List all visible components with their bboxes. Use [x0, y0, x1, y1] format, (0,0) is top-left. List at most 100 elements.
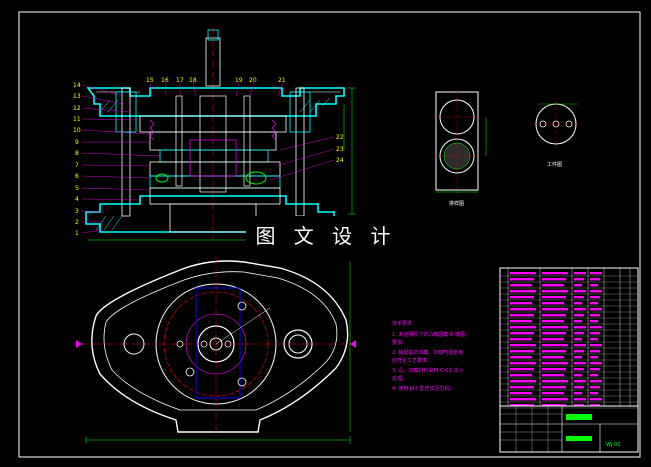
parts-row-text: [510, 308, 536, 311]
parts-row-text: [574, 332, 584, 335]
parts-row-text: [510, 296, 534, 299]
callout-10: 10: [73, 127, 81, 134]
parts-row-text: [574, 356, 582, 359]
parts-row-text: [574, 272, 586, 275]
parts-row-text: [510, 290, 536, 293]
part-caption: 工件图: [547, 161, 562, 168]
notes-line-2: 要求;: [392, 339, 404, 346]
parts-row-text: [542, 338, 564, 341]
callout-7: 7: [75, 162, 79, 169]
callout-20: 20: [249, 77, 257, 84]
technical-notes: 技术要求 1. 未注明尺寸的凸模圆角 R 按图 要求; 2. 装配前凸凹模、凹模…: [392, 320, 465, 392]
callout-9: 9: [75, 139, 79, 146]
watermark-stamp: 图 文 设 计: [246, 216, 406, 256]
parts-row-text: [510, 380, 536, 383]
parts-row-text: [590, 278, 600, 281]
parts-row-text: [590, 404, 600, 407]
parts-row-text: [510, 338, 532, 341]
parts-row-text: [542, 380, 568, 383]
notes-line-4: 应符合工艺要求;: [392, 357, 429, 364]
parts-row-text: [590, 344, 602, 347]
parts-row-text: [542, 362, 568, 365]
notes-line-5: 3. 凸、凹模材料采用 Cr12 淬火: [392, 367, 463, 374]
parts-row-text: [590, 272, 602, 275]
parts-row-text: [590, 308, 602, 311]
parts-row-text: [574, 380, 586, 383]
notes-line-6: 处理;: [392, 375, 404, 382]
parts-row-text: [574, 278, 584, 281]
parts-row-text: [574, 284, 582, 287]
callout-2: 2: [75, 219, 79, 226]
callout-22: 22: [336, 134, 344, 141]
parts-row-text: [574, 368, 584, 371]
parts-row-text: [542, 374, 564, 377]
parts-row-text: [542, 398, 568, 401]
parts-row-text: [590, 380, 602, 383]
parts-row-text: [542, 314, 566, 317]
parts-row-text: [510, 284, 532, 287]
parts-row-text: [542, 278, 566, 281]
parts-row-text: [510, 374, 532, 377]
parts-row-text: [542, 290, 568, 293]
parts-row-text: [542, 326, 568, 329]
parts-row-text: [574, 326, 586, 329]
parts-row-text: [510, 350, 534, 353]
parts-row-text: [542, 368, 566, 371]
parts-row-text: [510, 314, 534, 317]
callout-5: 5: [75, 185, 79, 192]
parts-row-text: [542, 392, 564, 395]
callout-6: 6: [75, 173, 79, 180]
parts-row-text: [574, 398, 586, 401]
callout-18: 18: [189, 77, 197, 84]
callout-15: 15: [146, 77, 154, 84]
callout-23: 23: [336, 146, 344, 153]
parts-row-text: [542, 320, 564, 323]
parts-row-text: [590, 398, 602, 401]
top-callouts: 15 16 17 18 19 20 21: [146, 77, 286, 84]
parts-row-text: [590, 362, 602, 365]
parts-row-text: [510, 368, 534, 371]
parts-row-text: [574, 320, 582, 323]
parts-row-text: [510, 404, 534, 407]
parts-row-text: [542, 386, 566, 389]
parts-row-text: [590, 338, 598, 341]
parts-row-text: [590, 392, 598, 395]
callout-1: 1: [75, 230, 79, 237]
callout-11: 11: [73, 116, 81, 123]
notes-title: 技术要求: [392, 320, 412, 327]
notes-line-7: 4. 使用 J23 型开式压力机。: [392, 385, 454, 392]
parts-row-text: [590, 350, 600, 353]
parts-row-text: [542, 344, 568, 347]
parts-row-text: [574, 338, 582, 341]
callout-4: 4: [75, 196, 79, 203]
parts-row-text: [510, 392, 532, 395]
parts-row-text: [590, 374, 598, 377]
parts-row-text: [590, 314, 600, 317]
parts-row-text: [510, 272, 536, 275]
parts-row-text: [574, 374, 582, 377]
die-plan-view: [76, 256, 356, 444]
callout-8: 8: [75, 150, 79, 157]
parts-row-text: [590, 368, 600, 371]
parts-row-text: [590, 356, 598, 359]
parts-row-text: [574, 404, 584, 407]
parts-row-text: [542, 284, 564, 287]
parts-row-text: [510, 398, 536, 401]
parts-row-text: [590, 332, 600, 335]
parts-row-text: [510, 278, 534, 281]
callout-12: 12: [73, 105, 81, 112]
die-section-view: 14 13 12 11 10 9 8 7 6 5 4 3 2 1 15 16 1…: [73, 28, 356, 241]
parts-row-text: [542, 350, 566, 353]
callout-13: 13: [73, 93, 81, 100]
parts-row-text: [574, 296, 584, 299]
notes-line-1: 1. 未注明尺寸的凸模圆角 R 按图: [392, 331, 465, 338]
part-view: 工件图: [532, 100, 580, 168]
parts-row-text: [510, 344, 536, 347]
right-callouts: 22 23 24: [336, 134, 344, 164]
drawing-number: WJ-00: [606, 442, 620, 448]
parts-row-text: [510, 320, 532, 323]
parts-row-text: [590, 302, 598, 305]
parts-row-text: [574, 362, 586, 365]
parts-row-text: [590, 386, 600, 389]
sheet-border: [18, 11, 641, 458]
